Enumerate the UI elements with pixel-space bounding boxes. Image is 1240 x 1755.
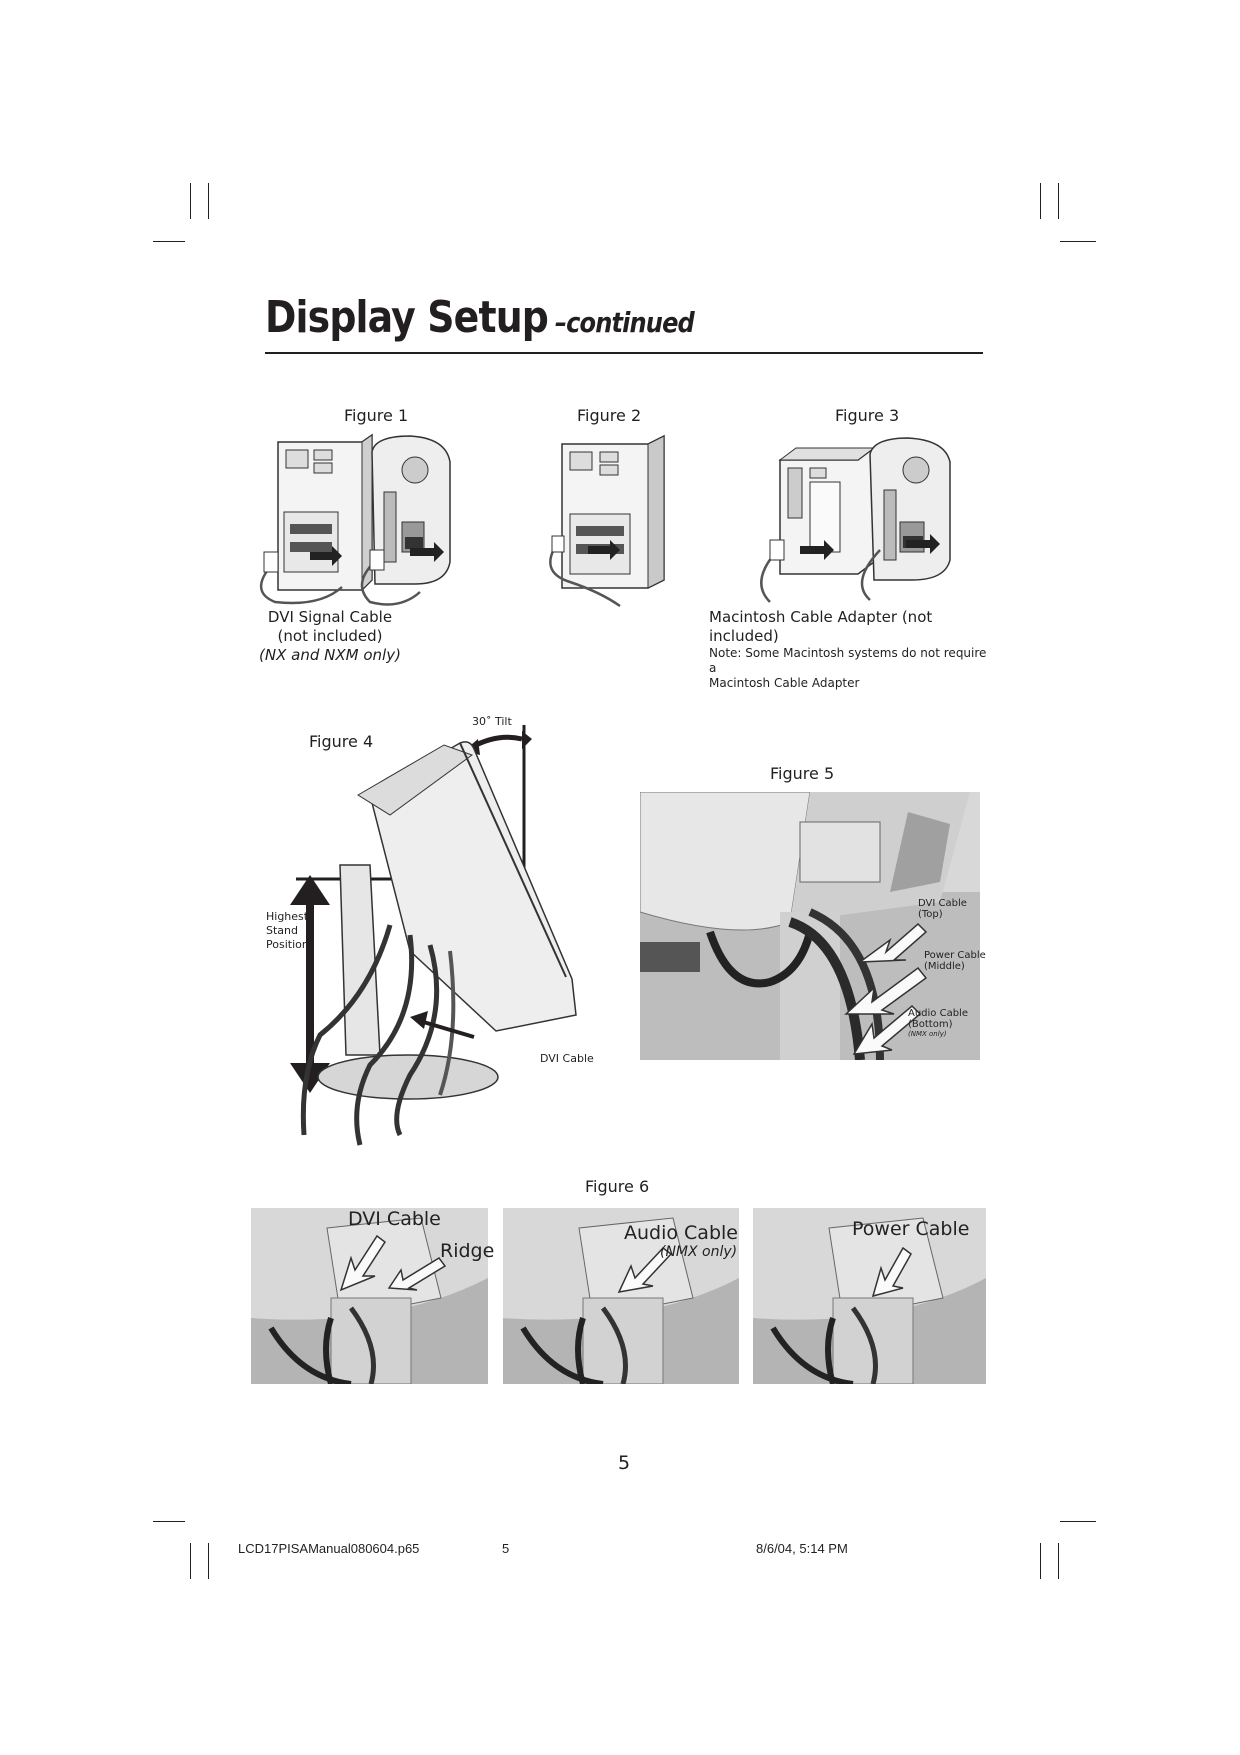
fig6-power-cable-label: Power Cable	[852, 1218, 970, 1240]
title-rule	[265, 352, 983, 354]
figure-1-label: Figure 1	[344, 406, 409, 425]
figure-3-illustration	[760, 437, 951, 603]
figure-6-panel-3	[753, 1208, 986, 1384]
figure-3-note-line1: Note: Some Macintosh systems do not requ…	[709, 646, 987, 675]
figure-6-panel-2	[503, 1208, 739, 1384]
title-continued: –continued	[554, 306, 695, 339]
figure-4-illustration	[290, 725, 577, 1146]
fig5-power-line1: Power Cable	[924, 950, 986, 961]
figure-1-illustration	[260, 433, 451, 606]
figure-5-label: Figure 5	[770, 764, 835, 783]
tilt-label: 30˚ Tilt	[472, 715, 512, 728]
page-title: Display Setup–continued	[265, 292, 695, 343]
figure-1-caption-line3: (NX and NXM only)	[259, 646, 401, 664]
fig4-dvi-cable-label: DVI Cable	[540, 1052, 594, 1065]
stand-position-line2: Stand	[266, 924, 298, 937]
figure-1-caption: DVI Signal Cable (not included) (NX and …	[255, 608, 405, 665]
footer-page: 5	[502, 1541, 510, 1556]
figure-1-caption-line1: DVI Signal Cable	[267, 608, 393, 626]
figure-2-label: Figure 2	[577, 406, 642, 425]
fig6-audio-cable-label: Audio Cable	[624, 1222, 738, 1244]
figure-3-note-line2: Macintosh Cable Adapter	[709, 676, 860, 690]
page-number: 5	[618, 1452, 631, 1474]
fig5-audio-line2: (Bottom)	[908, 1019, 953, 1030]
figure-4-label: Figure 4	[309, 732, 374, 751]
fig5-audio-line3: (NMX only)	[908, 1030, 947, 1038]
figure-2-illustration	[549, 434, 665, 608]
figure-6-label: Figure 6	[585, 1177, 650, 1196]
figure-3-caption-main: Macintosh Cable Adapter (not included)	[709, 608, 933, 645]
footer-timestamp: 8/6/04, 5:14 PM	[756, 1541, 848, 1556]
fig5-power-cable-label: Power Cable (Middle)	[924, 950, 986, 972]
fig5-power-line2: (Middle)	[924, 961, 965, 972]
figure-6-panel-1	[251, 1208, 488, 1384]
fig6-ridge-label: Ridge	[440, 1240, 495, 1262]
figure-3-label: Figure 3	[835, 406, 900, 425]
fig6-dvi-cable-label: DVI Cable	[348, 1208, 441, 1230]
footer-filename: LCD17PISAManual080604.p65	[238, 1541, 420, 1556]
fig5-audio-cable-label: Audio Cable (Bottom) (NMX only)	[908, 1008, 968, 1039]
fig5-audio-line1: Audio Cable	[908, 1008, 968, 1019]
fig6-nmx-only-label: (NMX only)	[660, 1244, 738, 1260]
figure-5-photo	[640, 792, 980, 1060]
figure-1-caption-line2: (not included)	[277, 627, 383, 645]
title-main: Display Setup	[265, 292, 549, 343]
stand-position-line3: Position	[266, 938, 309, 951]
fig5-dvi-line1: DVI Cable	[918, 898, 967, 909]
figure-3-caption: Macintosh Cable Adapter (not included) N…	[709, 608, 989, 691]
stand-position-line1: Highest	[266, 910, 309, 923]
stand-position-label: Highest Stand Position	[266, 910, 309, 952]
fig5-dvi-cable-label: DVI Cable (Top)	[918, 898, 967, 920]
fig5-dvi-line2: (Top)	[918, 909, 943, 920]
